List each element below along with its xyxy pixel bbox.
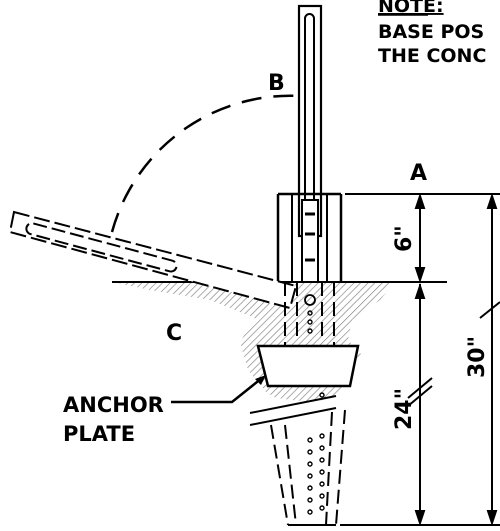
anchor-label-line-2: PLATE — [63, 422, 135, 446]
base-sleeve — [276, 192, 343, 282]
anchor-label-line-1: ANCHOR — [63, 393, 164, 417]
dimension-lines — [340, 192, 500, 527]
dim-below-grade: 24" — [392, 388, 417, 430]
swing-arc — [110, 94, 301, 233]
tilted-post — [8, 210, 298, 310]
note-line-2: THE CONC — [378, 45, 486, 67]
label-c: C — [166, 321, 182, 346]
embedded-base — [249, 282, 360, 526]
anchor-leader — [171, 377, 263, 404]
upright-post — [297, 4, 323, 283]
note-line-1: BASE POS — [378, 21, 484, 43]
label-a: A — [410, 161, 427, 186]
dim-total: 30" — [465, 336, 490, 378]
label-b: B — [268, 71, 285, 96]
dim-above-grade: 6" — [392, 225, 417, 252]
note-heading: NOTE: — [378, 0, 444, 17]
anchor-plate — [256, 344, 360, 388]
